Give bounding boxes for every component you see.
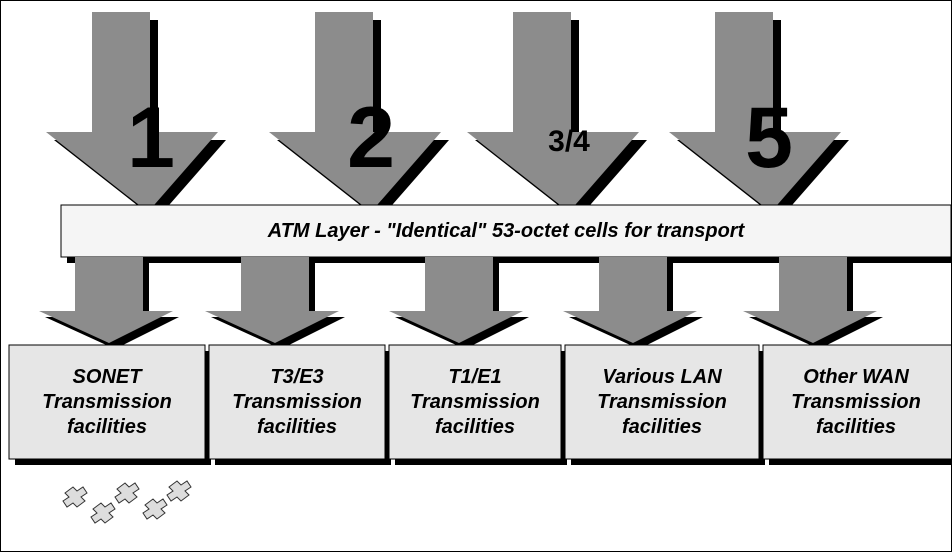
lower-arrow-4	[563, 257, 703, 349]
facility-other-wan: Other WAN Transmission facilities	[791, 365, 921, 438]
lower-arrow-5	[743, 257, 883, 349]
puzzle-pieces-icon	[62, 480, 192, 524]
atm-layer-bar	[60, 204, 951, 258]
aal-number-5: 5	[745, 90, 793, 186]
aal-arrow-1: 1	[46, 12, 226, 220]
lower-arrow-1	[39, 257, 179, 349]
lower-arrow-3	[389, 257, 529, 349]
aal-arrow-2: 2	[269, 12, 449, 220]
aal-arrow-3-4: 3/4	[467, 12, 647, 220]
aal-number-2: 2	[347, 90, 395, 186]
lower-arrow-2	[205, 257, 345, 349]
facility-sonet: SONET Transmission facilities	[42, 365, 172, 438]
aal-arrow-5: 5	[669, 12, 849, 220]
facility-t3-e3: T3/E3 Transmission facilities	[232, 365, 362, 438]
facility-boxes	[8, 344, 951, 465]
aal-number-3-4: 3/4	[548, 125, 590, 158]
atm-layer-label: ATM Layer - "Identical" 53-octet cells f…	[267, 219, 745, 242]
aal-number-1: 1	[127, 90, 175, 186]
facility-various-lan: Various LAN Transmission facilities	[597, 365, 727, 438]
facility-t1-e1: T1/E1 Transmission facilities	[410, 365, 540, 438]
